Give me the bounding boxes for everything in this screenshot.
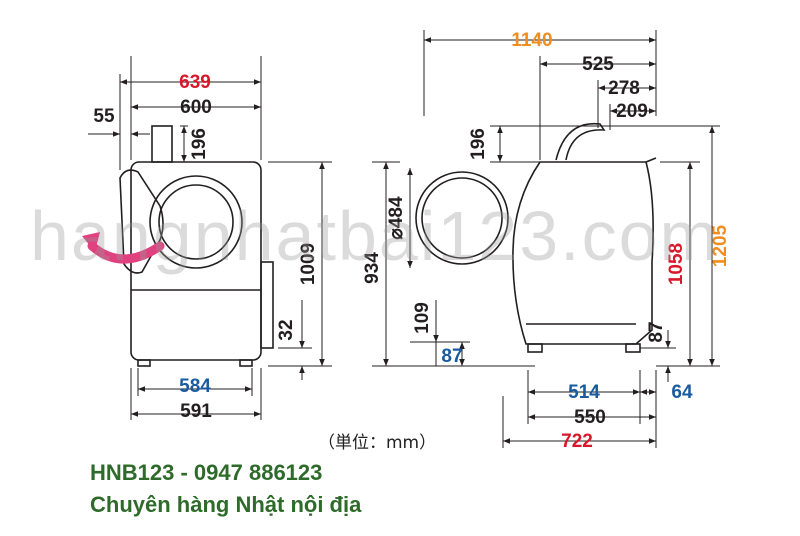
side-foot-left	[527, 343, 543, 353]
unit-note: （単位：mm）	[318, 433, 437, 453]
side-door-ring	[415, 171, 509, 265]
side-foot-right	[625, 343, 641, 353]
side-dim-64: 64	[671, 382, 693, 403]
door-swing-arrowhead-icon	[82, 232, 100, 252]
side-door-inner	[421, 177, 503, 259]
front-dim-639: 639	[179, 72, 211, 93]
front-door-glass	[158, 184, 234, 260]
front-foot-right	[239, 359, 253, 367]
front-dim-196: 196	[189, 128, 210, 160]
side-dim-550: 550	[574, 407, 606, 428]
front-view-washer	[119, 125, 274, 367]
front-dim-584: 584	[179, 376, 211, 397]
side-dim-525: 525	[582, 54, 614, 75]
side-dim-209: 209	[616, 101, 648, 122]
front-dim-1009: 1009	[298, 243, 319, 285]
front-dim-600: 600	[180, 97, 212, 118]
side-dim-diameter-484: ⌀484	[386, 196, 407, 240]
side-view-door-circle	[415, 171, 509, 265]
front-dim-591: 591	[180, 401, 212, 422]
front-door-ring	[149, 175, 243, 269]
side-dim-514: 514	[568, 382, 600, 403]
front-side-hose	[260, 261, 274, 349]
side-dim-1205: 1205	[710, 224, 731, 267]
front-top-pipe	[151, 125, 173, 163]
side-body-outline	[512, 161, 654, 345]
side-dim-1140: 1140	[511, 30, 552, 51]
door-swing-arrow-icon	[87, 241, 165, 264]
front-dimension-lines	[88, 56, 332, 420]
side-dimension-lines	[372, 30, 720, 448]
side-dim-278: 278	[608, 78, 640, 99]
side-view-washer	[512, 122, 657, 353]
front-dim-55: 55	[93, 106, 115, 127]
side-dim-87: 87	[646, 321, 667, 342]
open-door-panel	[119, 169, 164, 274]
front-dim-32: 32	[276, 319, 297, 340]
footer-tagline: Chuyên hàng Nhật nội địa	[90, 492, 362, 517]
front-foot-left	[137, 359, 151, 367]
side-dim-722: 722	[561, 431, 593, 452]
side-top-pipe	[555, 122, 606, 161]
side-dim-934: 934	[362, 252, 383, 284]
side-dim-109: 109	[412, 302, 433, 334]
side-dim-196: 196	[468, 128, 489, 160]
side-top-corner	[645, 157, 657, 163]
side-dim-87-blue: 87	[441, 346, 462, 367]
side-dim-1058: 1058	[666, 243, 687, 285]
footer-phone-line: HNB123 - 0947 886123	[90, 460, 323, 485]
